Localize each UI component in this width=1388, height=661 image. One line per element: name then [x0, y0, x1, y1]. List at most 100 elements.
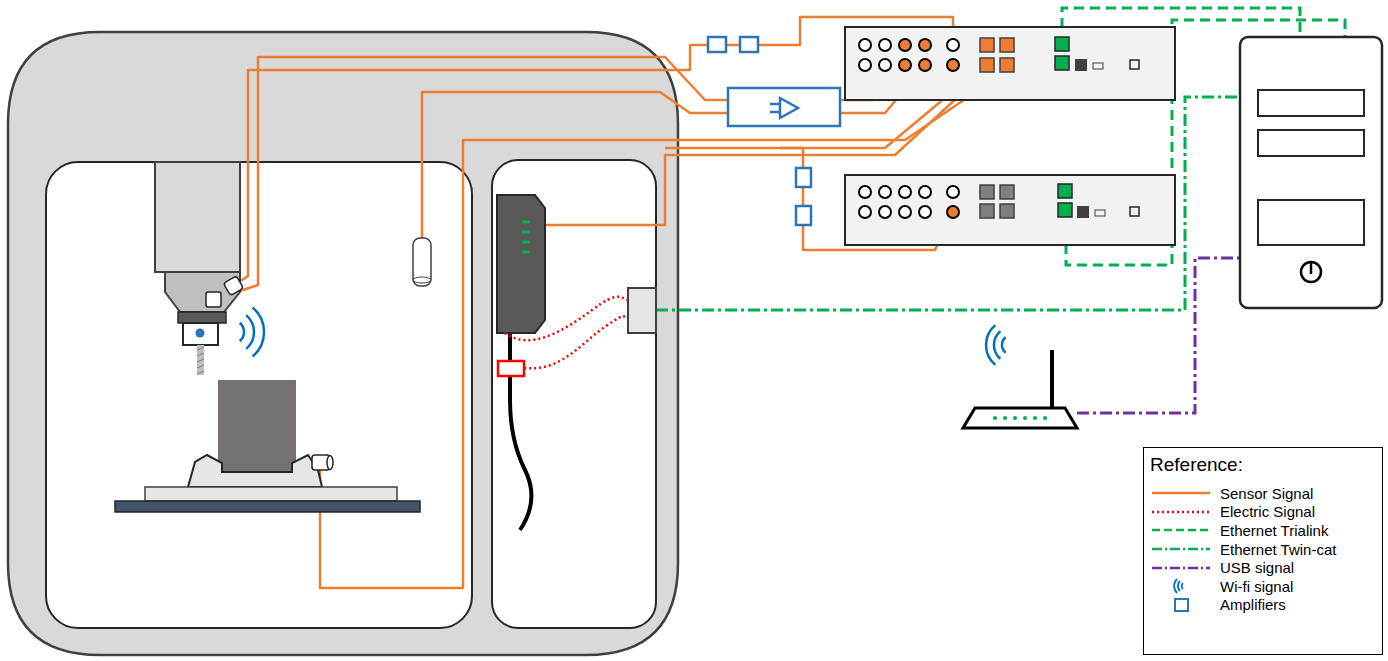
wifi-symbol	[253, 308, 264, 357]
router	[1033, 416, 1037, 420]
controller	[628, 288, 656, 333]
daq-module	[859, 186, 871, 198]
daq-module	[1075, 59, 1087, 71]
daq-module	[1000, 38, 1014, 52]
legend-entry: Ethernet Twin-cat	[1150, 540, 1376, 559]
wifi-sample	[1182, 583, 1183, 589]
legend-entry: Wi-fi signal	[1150, 577, 1376, 596]
router	[1023, 416, 1027, 420]
machine-housing	[8, 32, 678, 655]
spindle-sensor	[206, 292, 221, 307]
daq-module	[1130, 207, 1139, 216]
router	[1013, 416, 1017, 420]
wifi-sample	[1150, 578, 1212, 594]
legend-label: Ethernet Trialink	[1220, 522, 1328, 539]
computer-tower	[1310, 263, 1313, 274]
amplifier	[770, 98, 798, 118]
electric-signal-sample	[1150, 504, 1212, 520]
daq-module	[845, 27, 1175, 100]
spindle	[183, 323, 218, 345]
legend-entry: USB signal	[1150, 558, 1376, 577]
daq-module	[919, 206, 931, 218]
trialink-sample	[1150, 522, 1212, 538]
sensor-signal-wire	[320, 72, 1005, 588]
controller	[522, 222, 530, 252]
ethernet-twincat-wire	[656, 97, 1240, 310]
workpiece	[115, 501, 420, 512]
legend-entry: Amplifiers	[1150, 596, 1376, 615]
daq-module	[980, 204, 994, 218]
spindle	[196, 329, 205, 338]
daq-module	[1000, 58, 1014, 72]
sensor-signal-wire	[422, 92, 728, 238]
vise-sensor	[312, 455, 333, 470]
daq-module	[919, 39, 931, 51]
acoustic-sensor	[413, 238, 431, 286]
daq-module	[1000, 185, 1014, 199]
workpiece	[115, 380, 420, 512]
sensor-signal-sample	[1152, 492, 1210, 495]
daq-module	[845, 27, 1175, 245]
daq-module	[879, 59, 891, 71]
machine-housing	[492, 160, 656, 628]
legend-label: Ethernet Twin-cat	[1220, 541, 1336, 558]
daq-module	[879, 186, 891, 198]
computer-tower	[1258, 200, 1364, 245]
ethernet-twincat-wire	[656, 97, 1240, 310]
controller	[497, 195, 656, 530]
daq-module	[980, 38, 1014, 72]
daq-module	[980, 58, 994, 72]
router	[986, 325, 995, 365]
legend-label: Electric Signal	[1220, 503, 1315, 520]
computer-tower	[1258, 130, 1364, 156]
daq-module	[899, 186, 911, 198]
electric-signal-wire	[505, 297, 628, 341]
daq-module	[859, 39, 871, 51]
usb-wire	[1077, 258, 1240, 413]
wifi-symbol	[246, 315, 254, 349]
daq-module	[1095, 210, 1105, 216]
wifi-sample	[1174, 579, 1177, 593]
machine-housing	[8, 32, 678, 655]
workpiece	[188, 455, 322, 487]
controller	[497, 195, 545, 333]
router	[1043, 416, 1047, 420]
controller	[498, 361, 524, 376]
daq-module	[899, 39, 911, 51]
daq-module	[859, 59, 871, 71]
daq-module	[859, 186, 959, 218]
sensor-signal-sample	[1150, 485, 1212, 501]
trialink-sample	[1152, 529, 1210, 532]
legend-heading: Reference:	[1150, 454, 1376, 476]
daq-module	[1058, 184, 1072, 198]
amplifier	[708, 37, 840, 225]
usb-sample	[1152, 566, 1210, 569]
computer-tower	[1240, 37, 1382, 308]
amplifier-sample	[1175, 599, 1188, 611]
legend-label: USB signal	[1220, 559, 1294, 576]
sensor-signal-wire	[222, 57, 728, 297]
router	[1002, 337, 1006, 352]
electric-signal-wire	[524, 316, 628, 368]
daq-module	[859, 39, 959, 71]
amplifier	[708, 37, 726, 52]
daq-module	[947, 206, 959, 218]
legend-entry: Sensor Signal	[1150, 484, 1376, 503]
spindle	[197, 345, 204, 375]
daq-module	[1093, 63, 1103, 69]
router	[1003, 416, 1007, 420]
spindle	[155, 162, 240, 272]
spindle-sensor	[223, 276, 243, 296]
daq-module	[899, 206, 911, 218]
daq-module	[980, 185, 1014, 218]
router	[993, 416, 997, 420]
electric-signal-sample	[1152, 511, 1210, 514]
daq-module	[845, 175, 1175, 245]
daq-module	[1058, 203, 1072, 217]
amplifier	[740, 37, 758, 52]
daq-module	[899, 59, 911, 71]
daq-module	[919, 59, 931, 71]
legend-entry: Ethernet Trialink	[1150, 521, 1376, 540]
daq-module	[1055, 37, 1069, 51]
